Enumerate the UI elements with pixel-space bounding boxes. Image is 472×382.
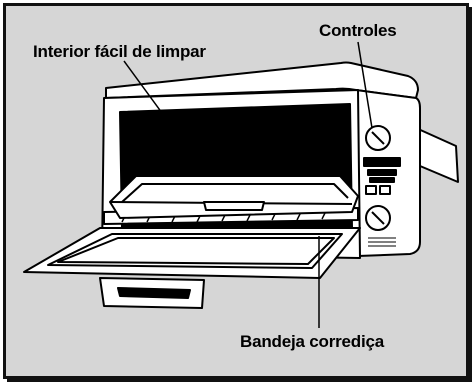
- label-tray: Bandeja corrediça: [240, 332, 384, 351]
- controls-leader: [357, 41, 373, 129]
- oven-top: [105, 61, 419, 99]
- side-handle: [415, 127, 459, 183]
- tray-handle: [203, 201, 265, 211]
- diagram-frame: Interior fácil de limpar Controles Bande…: [3, 3, 469, 379]
- leader-lines: [123, 41, 373, 328]
- label-interior: Interior fácil de limpar: [33, 42, 206, 61]
- vent-slots: [368, 237, 396, 247]
- mode-buttons: [365, 185, 377, 195]
- toaster-oven-illustration: [23, 41, 459, 328]
- function-label: [363, 157, 401, 167]
- door-glass: [47, 233, 343, 269]
- baking-tray: [109, 175, 359, 219]
- label-controls: Controles: [319, 21, 397, 40]
- interior-leader: [123, 60, 193, 155]
